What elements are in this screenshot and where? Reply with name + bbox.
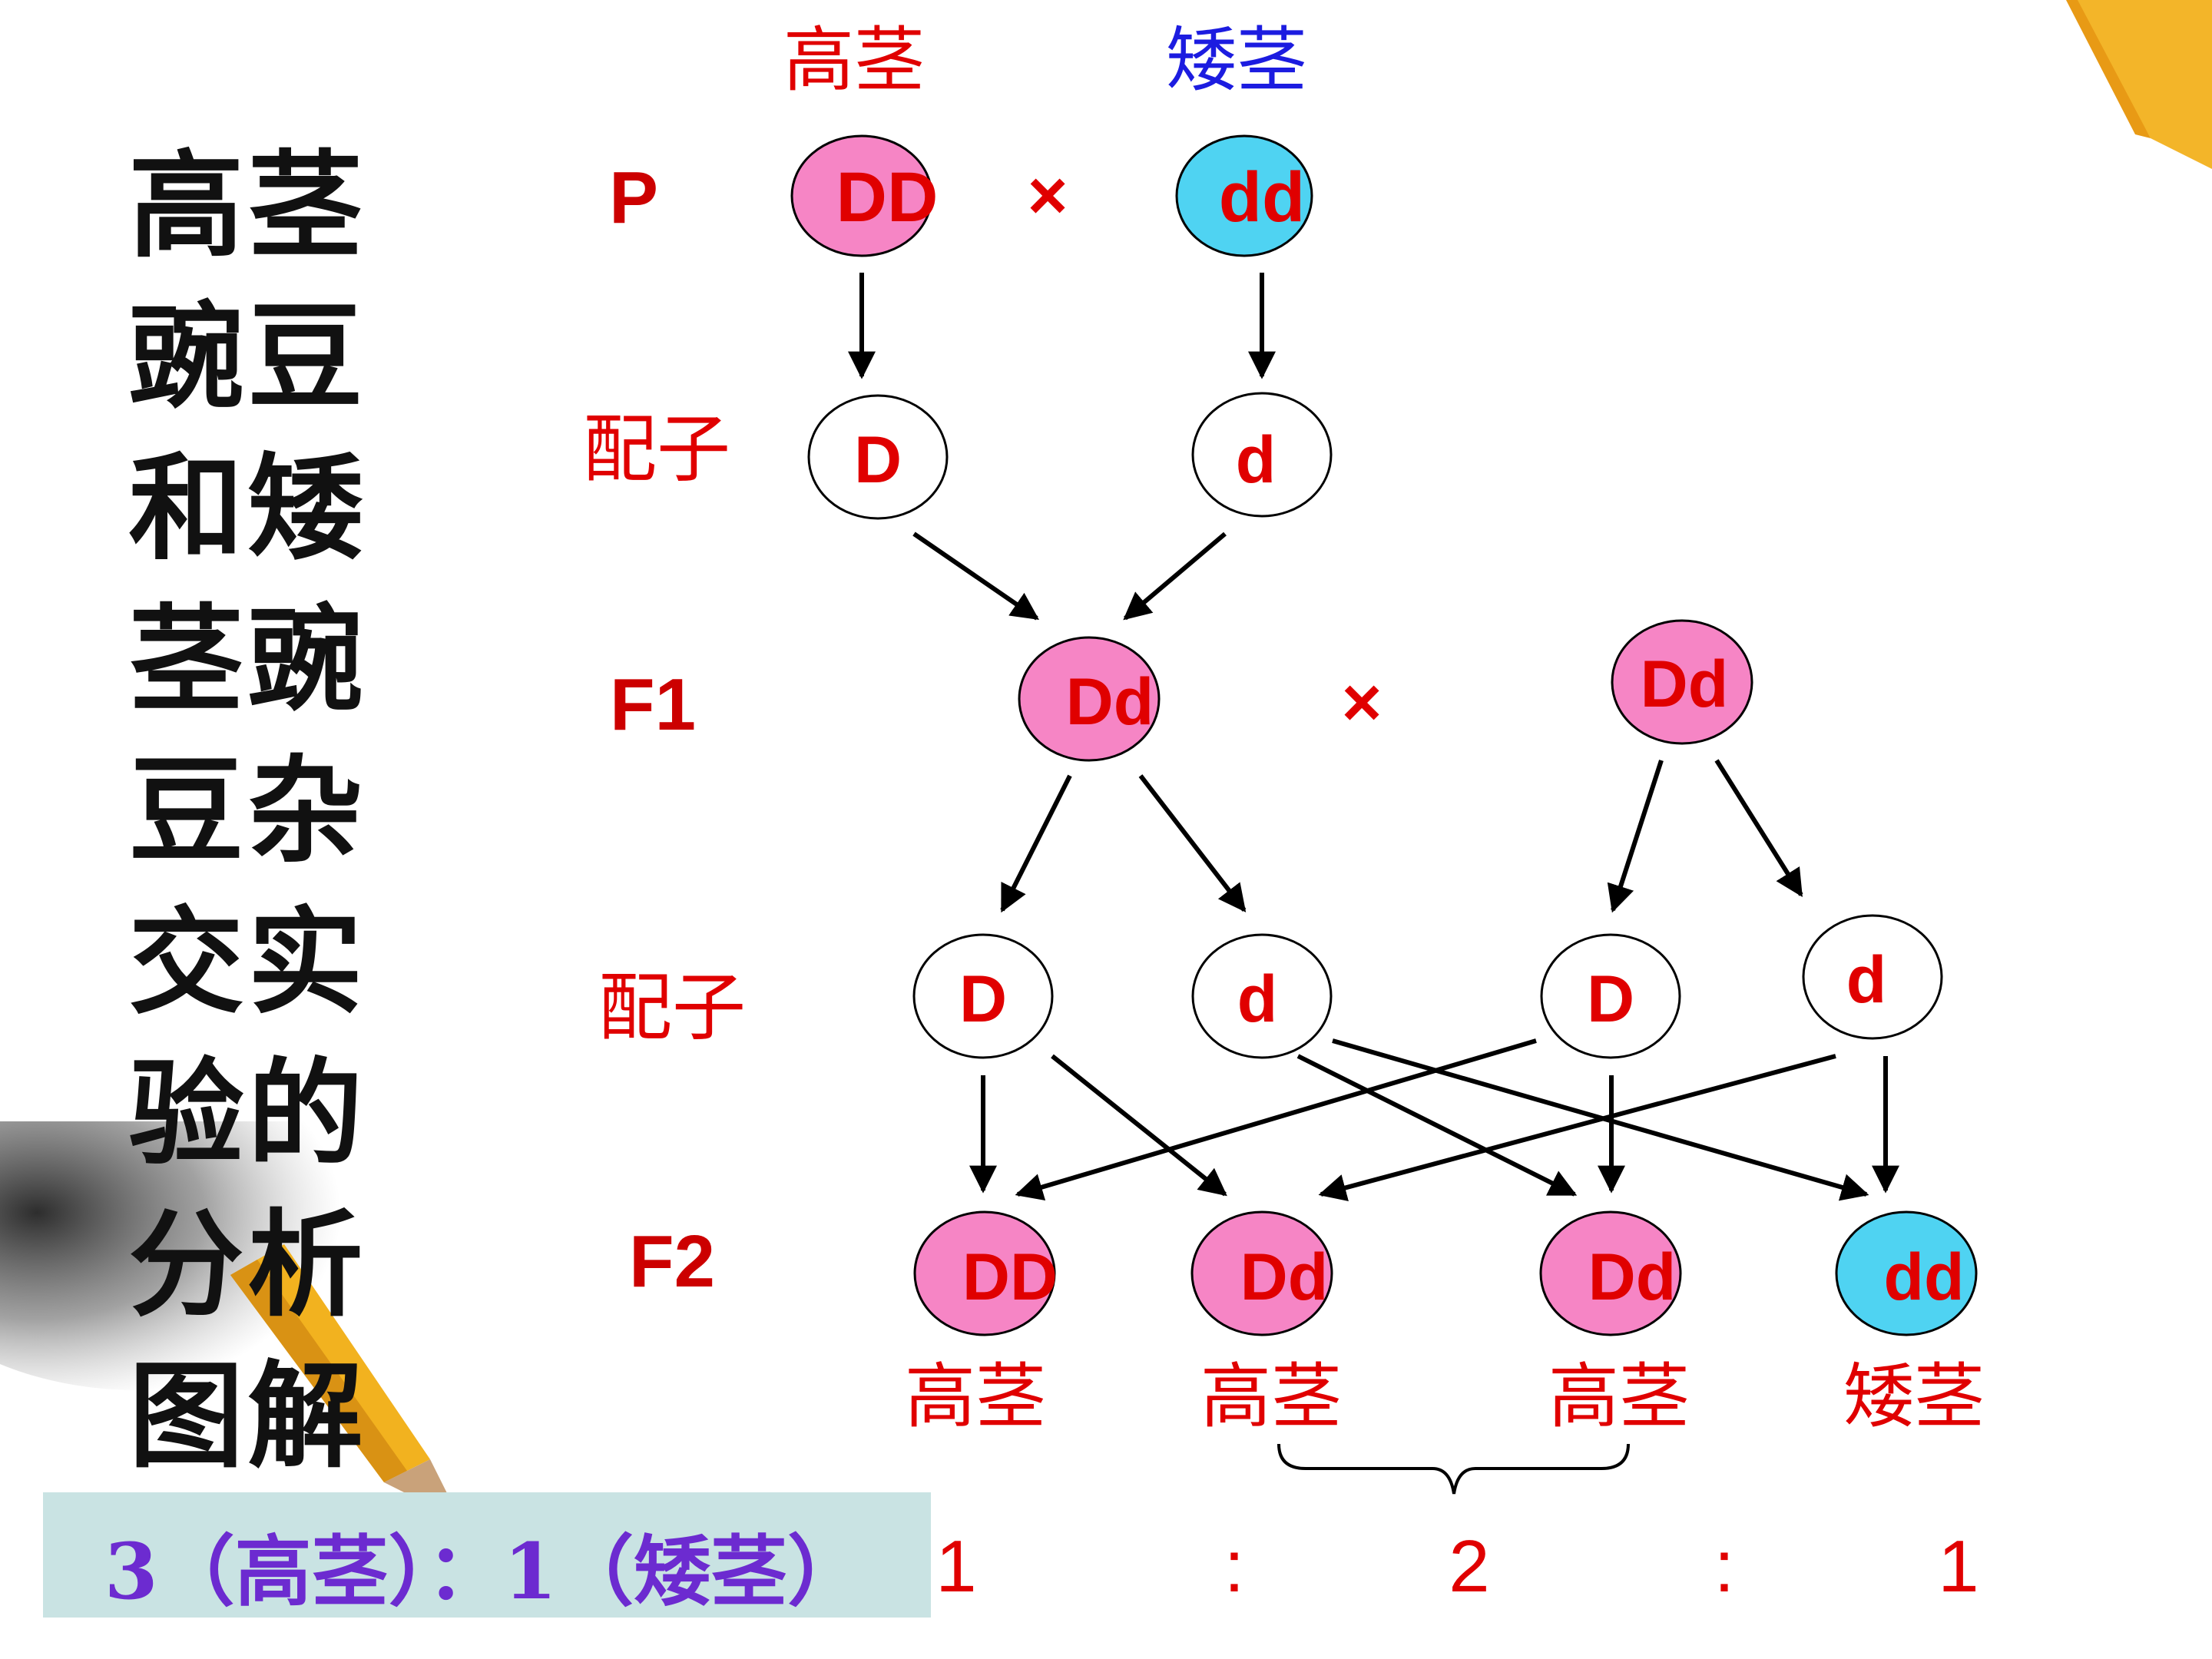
title-char: 矮 (247, 441, 363, 576)
f2-phenotype-1: 高茎 (905, 1358, 1046, 1436)
f1-right-genotype: Dd (1641, 647, 1729, 721)
ratio-1-left: 1 (935, 1525, 976, 1608)
p-short-ellipse (1175, 134, 1313, 257)
title-char: 的 (247, 1046, 363, 1181)
arrows (848, 273, 1899, 1201)
gamete-f1-d-2: d (1846, 943, 1887, 1017)
title-char: 实 (247, 895, 363, 1030)
title-char: 析 (247, 1197, 363, 1333)
arrow-gamete-D-to-f1 (912, 531, 1039, 621)
f1-cross-symbol: × (1342, 664, 1382, 741)
pencil-bottom-decoration (0, 1121, 461, 1521)
title-char: 豌 (128, 290, 244, 425)
arrow-f1-right-to-D (1607, 760, 1664, 913)
gamete-f1-d-1-ellipse (1191, 933, 1333, 1059)
title-char: 茎 (247, 138, 363, 273)
gamete-f1-D-2-ellipse (1540, 933, 1681, 1059)
p-tall-ellipse (790, 134, 933, 257)
ratio-1-right: 1 (1938, 1525, 1979, 1608)
title-char: 豌 (247, 592, 363, 727)
p-cross-symbol: × (1028, 157, 1068, 234)
ratio-colon-2: : (1714, 1525, 1735, 1608)
vertical-title: 高 茎 豌 豆 和 矮 茎 豌 豆 杂 交 实 验 的 分 析 图 解 (127, 131, 365, 1492)
title-char: 豆 (247, 290, 363, 425)
f2-genotype-Dd-1: Dd (1240, 1240, 1329, 1314)
f2-phenotype-4: 矮茎 (1843, 1358, 1985, 1436)
arrow-D2-to-DD (1015, 1038, 1537, 1201)
arrow-gamete-d-to-f1 (1123, 531, 1227, 621)
ratio-colon-1: : (1224, 1525, 1245, 1608)
arrow-f1-left-to-D (1000, 774, 1072, 913)
row-label-p: P (609, 157, 658, 239)
row-label-gamete-2: 配子 (598, 967, 746, 1049)
f2-Dd-2-ellipse (1539, 1210, 1682, 1336)
phenotype-ratio-box: 3（高茎）：1（矮茎） (43, 1492, 931, 1618)
gamete-f1-d-1: d (1237, 962, 1278, 1036)
f2-genotype-Dd-2: Dd (1588, 1240, 1677, 1314)
title-char: 茎 (128, 592, 244, 727)
row-label-f2: F2 (629, 1220, 715, 1303)
f2-DD-ellipse (913, 1210, 1056, 1336)
f2-dd-ellipse (1835, 1210, 1978, 1336)
arrow-d3-to-Dd2 (1318, 1054, 1836, 1201)
gamete-f1-D-1-ellipse (912, 933, 1054, 1059)
arrow-f1-left-to-d (1138, 774, 1247, 912)
gamete-p-d: d (1236, 423, 1277, 497)
row-label-f1: F1 (610, 664, 696, 746)
f1-left-ellipse (1018, 636, 1161, 762)
f1-left-genotype: Dd (1066, 665, 1154, 739)
title-char: 分 (128, 1197, 244, 1333)
label-short-parent: 矮茎 (1166, 22, 1307, 100)
title-char: 解 (247, 1349, 363, 1484)
title-char: 交 (128, 895, 244, 1030)
f2-phenotype-3: 高茎 (1548, 1358, 1690, 1436)
gamete-p-D: D (854, 423, 902, 497)
title-char: 高 (128, 138, 244, 273)
arrow-d2-to-Dd3 (1296, 1054, 1578, 1197)
f2-genotype-dd: dd (1883, 1240, 1964, 1314)
p-tall-genotype: DD (836, 158, 939, 237)
label-tall-parent: 高茎 (783, 22, 925, 100)
gamete-f1-d-2-ellipse (1802, 914, 1943, 1040)
gamete-f1-D-1: D (959, 962, 1007, 1036)
f2-genotype-DD: DD (962, 1240, 1058, 1314)
title-char: 和 (128, 441, 244, 576)
arrow-f1-right-to-d (1714, 759, 1803, 898)
f2-phenotype-2: 高茎 (1200, 1358, 1342, 1436)
title-char: 杂 (247, 743, 363, 879)
gamete-p-d-ellipse (1191, 392, 1333, 518)
p-short-genotype: dd (1219, 158, 1305, 237)
f1-right-ellipse (1611, 619, 1753, 745)
title-char: 图 (128, 1349, 244, 1484)
phenotype-ratio-text: 3（高茎）：1（矮茎） (104, 1526, 865, 1617)
gamete-p-D-ellipse (807, 394, 949, 520)
f2-Dd-1-ellipse (1190, 1210, 1333, 1336)
arrow-d1-to-Dd2 (1051, 1054, 1227, 1197)
title-char: 验 (128, 1046, 244, 1181)
row-label-gamete-1: 配子 (583, 409, 730, 491)
title-char: 豆 (128, 743, 244, 879)
ratio-2: 2 (1449, 1525, 1489, 1608)
gamete-f1-D-2: D (1587, 962, 1634, 1036)
grouping-brace (1277, 1443, 1630, 1495)
